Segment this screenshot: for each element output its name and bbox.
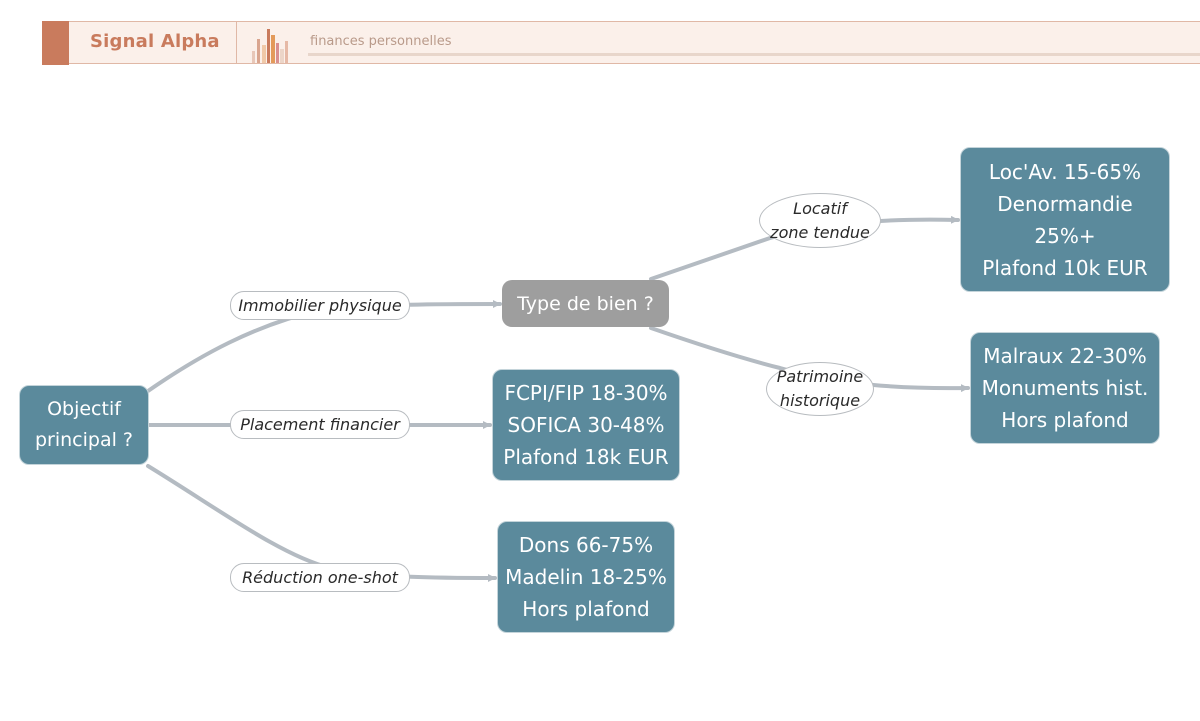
locatif-result-node[interactable]: Loc'Av. 15-65% Denormandie 25%+ Plafond … (960, 147, 1170, 292)
header-subtitle: finances personnelles (310, 34, 452, 49)
patrimoine-result-node[interactable]: Malraux 22-30% Monuments hist. Hors plaf… (970, 332, 1160, 444)
brand-color-block (42, 21, 69, 65)
edge-type-patrimoine (649, 326, 970, 393)
app-header: Signal Alpha finances personnelles (42, 21, 1200, 65)
root-question-text: Objectif principal ? (34, 398, 134, 451)
placement-result-node[interactable]: FCPI/FIP 18-30% SOFICA 30-48% Plafond 18… (492, 369, 680, 481)
brand-name[interactable]: Signal Alpha (90, 31, 220, 52)
edge-root-reduction (146, 464, 497, 582)
edge-label-patrimoine: Patrimoine historique (766, 362, 874, 416)
root-question-node[interactable]: Objectif principal ? (19, 385, 149, 465)
type-bien-decision-node[interactable]: Type de bien ? (502, 280, 669, 327)
edge-label-reduction: Réduction one-shot (230, 563, 410, 592)
edge-label-locatif: Locatif zone tendue (759, 193, 881, 248)
reduction-result-text: Dons 66-75% Madelin 18-25% Hors plafond (505, 533, 667, 621)
edge-type-locatif (649, 215, 960, 281)
reduction-result-node[interactable]: Dons 66-75% Madelin 18-25% Hors plafond (497, 521, 675, 633)
bar-chart-logo-icon (252, 29, 288, 63)
edge-label-immobilier-text: Immobilier physique (238, 296, 402, 315)
edge-label-locatif-text: Locatif zone tendue (770, 198, 870, 242)
placement-result-text: FCPI/FIP 18-30% SOFICA 30-48% Plafond 18… (503, 381, 669, 469)
type-bien-text: Type de bien ? (517, 292, 654, 315)
edge-label-patrimoine-text: Patrimoine historique (776, 367, 864, 410)
patrimoine-result-text: Malraux 22-30% Monuments hist. Hors plaf… (981, 344, 1149, 432)
edge-label-placement: Placement financier (230, 410, 410, 439)
locatif-result-text: Loc'Av. 15-65% Denormandie 25%+ Plafond … (982, 159, 1148, 280)
edge-label-placement-text: Placement financier (240, 415, 400, 434)
edge-label-reduction-text: Réduction one-shot (242, 568, 398, 587)
subtitle-underline (308, 53, 1200, 56)
header-divider (236, 22, 237, 64)
edge-label-immobilier: Immobilier physique (230, 291, 410, 320)
